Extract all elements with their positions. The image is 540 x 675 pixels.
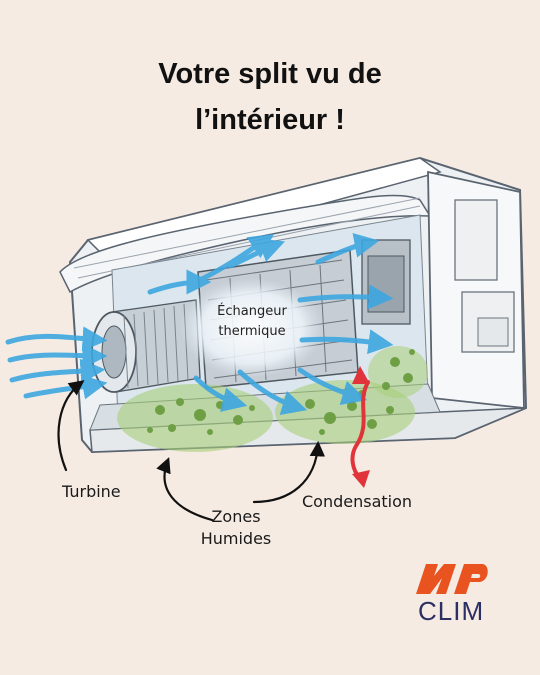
page-title-line-2: l’intérieur !	[195, 104, 345, 136]
turbine-label: Turbine	[62, 482, 121, 501]
humid-zones-label-line-2: Humides	[200, 529, 272, 548]
mp-logo-text: CLIM	[418, 596, 485, 626]
condensation-arrow	[350, 366, 370, 488]
condensation-label: Condensation	[302, 492, 413, 511]
mp-logo-mark	[416, 564, 488, 594]
airflow-arrows	[5, 232, 394, 415]
page-title-line-1: Votre split vu de	[158, 58, 382, 90]
exchanger-label-cloud	[180, 278, 324, 378]
label-pointers	[57, 380, 326, 522]
exchanger-label-line-1: Échangeur	[217, 304, 287, 319]
humid-zones-label: Zones Humides	[186, 506, 286, 550]
exchanger-label-line-2: thermique	[218, 324, 286, 339]
humid-zones-label-line-1: Zones	[211, 507, 261, 526]
exchanger-label: Échangeur thermique	[196, 302, 308, 342]
